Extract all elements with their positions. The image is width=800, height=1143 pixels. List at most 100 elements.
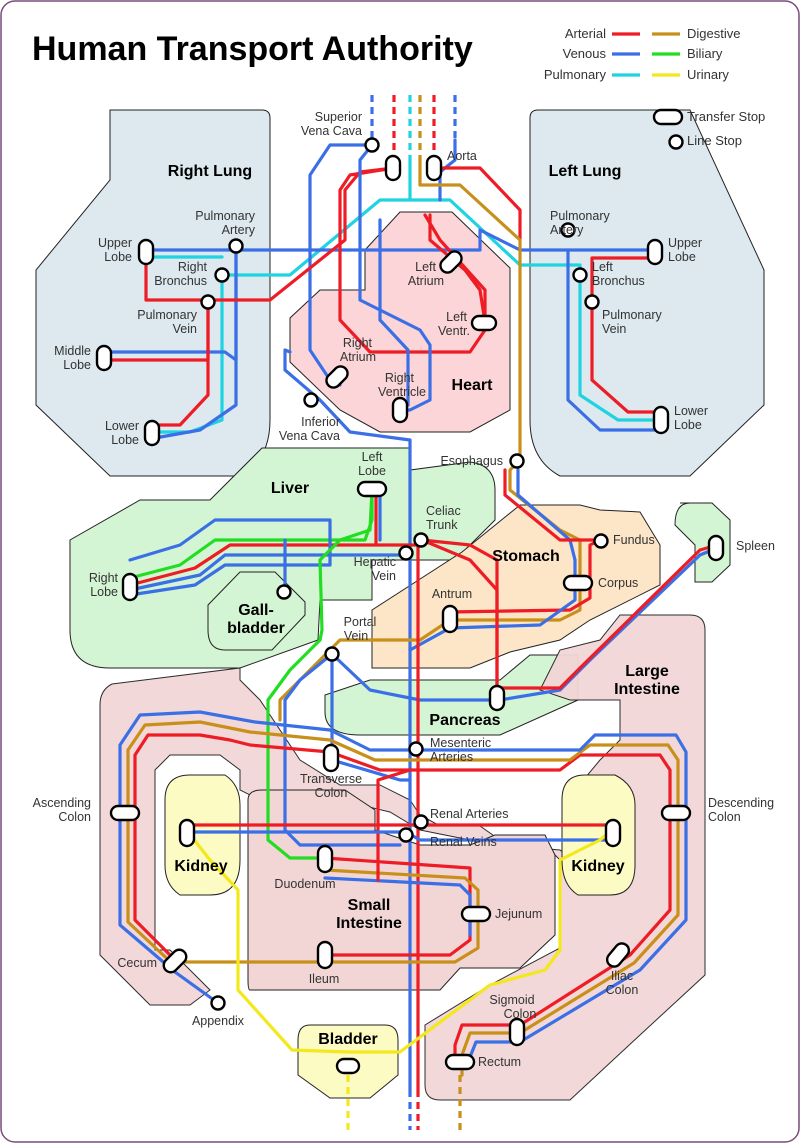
organ-large-intestine-2: Intestine	[614, 681, 680, 698]
stop-right-atrium[interactable]	[324, 364, 351, 391]
label-inferior-vena-cava-1: Inferior	[301, 415, 340, 429]
label-spleen: Spleen	[736, 539, 775, 553]
stop-corpus[interactable]	[562, 574, 594, 592]
stop-aorta[interactable]	[425, 154, 443, 182]
label-ileum: Ileum	[309, 972, 340, 986]
stop-ileum[interactable]	[316, 940, 334, 970]
stop-pancreas[interactable]	[488, 684, 506, 712]
label-middle-lobe-1: Middle	[54, 344, 91, 358]
label-right-ventricle-1: Right	[385, 371, 415, 385]
organ-pancreas: Pancreas	[429, 712, 500, 729]
stop-lower-lobe-l[interactable]	[652, 405, 670, 435]
label-upper-lobe-r-1: Upper	[98, 236, 132, 250]
label-left-ventricle-1: Left	[446, 310, 467, 324]
stop-left-bronchus[interactable]	[572, 267, 588, 283]
stop-jejunum[interactable]	[460, 905, 492, 923]
label-hepatic-vein-1: Hepatic	[354, 555, 396, 569]
legend-pulmonary: Pulmonary	[544, 67, 607, 82]
stop-middle-lobe[interactable]	[95, 344, 113, 372]
stop-superior-vena-cava[interactable]	[364, 137, 380, 153]
stop-descending-colon[interactable]	[660, 804, 692, 822]
stop-hepatic-vein[interactable]	[398, 545, 414, 561]
organ-gallbladder-1: Gall-	[238, 602, 274, 619]
stop-ascending-colon[interactable]	[109, 804, 141, 822]
stop-esophagus[interactable]	[509, 453, 525, 469]
stop-lower-lobe-r[interactable]	[143, 419, 161, 447]
label-inferior-vena-cava-2: Vena Cava	[279, 429, 340, 443]
legend: Arterial Venous Pulmonary Digestive Bili…	[544, 26, 765, 150]
organ-small-intestine-1: Small	[348, 897, 391, 914]
label-portal-vein-2: Vein	[344, 629, 368, 643]
organ-kidney-right: Kidney	[174, 858, 227, 875]
label-pulmonary-vein-r-2: Vein	[173, 322, 197, 336]
label-hepatic-vein-2: Vein	[372, 569, 396, 583]
label-iliac-colon-1: Iliac	[611, 969, 633, 983]
label-transverse-colon-2: Colon	[315, 786, 348, 800]
label-renal-arteries: Renal Arteries	[430, 807, 509, 821]
stop-iliac-colon[interactable]	[604, 941, 631, 970]
label-descending-colon-1: Descending	[708, 796, 774, 810]
legend-biliary: Biliary	[687, 46, 723, 61]
label-aorta: Aorta	[447, 149, 477, 163]
stop-aorta-r[interactable]	[384, 154, 402, 182]
label-celiac-trunk-1: Celiac	[426, 504, 461, 518]
legend-arterial: Arterial	[565, 26, 606, 41]
label-lower-lobe-l-2: Lobe	[674, 418, 702, 432]
stop-right-lobe-liver[interactable]	[121, 572, 139, 602]
stop-upper-lobe-r[interactable]	[137, 238, 155, 266]
stop-gallbladder[interactable]	[276, 584, 292, 600]
stop-portal-vein[interactable]	[324, 646, 340, 662]
stop-duodenum[interactable]	[316, 844, 334, 874]
stop-mesenteric-arteries[interactable]	[408, 741, 424, 757]
label-iliac-colon-2: Colon	[606, 983, 639, 997]
label-left-atrium-1: Left	[415, 260, 436, 274]
label-duodenum: Duodenum	[274, 877, 335, 891]
organ-left-lung: Left Lung	[549, 163, 622, 180]
label-portal-vein-1: Portal	[344, 615, 377, 629]
stop-left-atrium[interactable]	[438, 249, 465, 276]
label-right-ventricle-2: Ventricle	[378, 385, 426, 399]
stop-antrum[interactable]	[441, 604, 459, 634]
label-ascending-colon-1: Ascending	[33, 796, 91, 810]
right-kidney-zone	[164, 774, 241, 896]
stop-appendix[interactable]	[210, 995, 226, 1011]
stop-celiac-trunk[interactable]	[413, 532, 429, 548]
stop-sigmoid-colon[interactable]	[508, 1017, 526, 1047]
stop-spleen[interactable]	[707, 534, 725, 562]
stop-fundus[interactable]	[593, 533, 609, 549]
label-upper-lobe-l-2: Lobe	[668, 250, 696, 264]
station-labels: Superior Vena Cava Aorta Pulmonary Arter…	[33, 110, 775, 1069]
stop-renal-veins[interactable]	[398, 827, 414, 843]
stop-pulmonary-vein-r[interactable]	[200, 294, 216, 310]
stop-bladder[interactable]	[335, 1057, 361, 1075]
stop-renal-arteries[interactable]	[413, 814, 429, 830]
transit-lines	[103, 138, 719, 1092]
label-pulmonary-artery-r-2: Artery	[222, 223, 256, 237]
stop-rectum[interactable]	[444, 1053, 476, 1071]
stop-pulmonary-artery-r[interactable]	[228, 238, 244, 254]
label-left-bronchus-1: Left	[592, 260, 613, 274]
stop-left-lobe-liver[interactable]	[356, 480, 388, 498]
stop-left-ventricle[interactable]	[470, 314, 498, 332]
label-mesenteric-arteries-1: Mesenteric	[430, 736, 491, 750]
stop-transverse-colon[interactable]	[322, 743, 340, 773]
stop-kidney-right[interactable]	[178, 818, 196, 848]
stop-cecum[interactable]	[161, 947, 189, 975]
label-upper-lobe-l-1: Upper	[668, 236, 702, 250]
organ-large-intestine-1: Large	[625, 663, 669, 680]
organ-right-lung: Right Lung	[168, 163, 252, 180]
stop-inferior-vena-cava[interactable]	[303, 392, 319, 408]
stop-pulmonary-vein-l[interactable]	[584, 294, 600, 310]
stop-upper-lobe-l[interactable]	[646, 238, 664, 266]
legend-line-stop: Line Stop	[687, 133, 742, 148]
label-rectum: Rectum	[478, 1055, 521, 1069]
label-left-lobe-liver-2: Lobe	[358, 464, 386, 478]
stop-right-ventricle[interactable]	[391, 396, 409, 424]
organ-stomach: Stomach	[492, 548, 560, 565]
terminal-dashes	[346, 95, 462, 1130]
stop-pulmonary-artery-l[interactable]	[560, 222, 576, 238]
stop-right-bronchus[interactable]	[214, 267, 230, 283]
stop-kidney-left[interactable]	[604, 818, 622, 848]
